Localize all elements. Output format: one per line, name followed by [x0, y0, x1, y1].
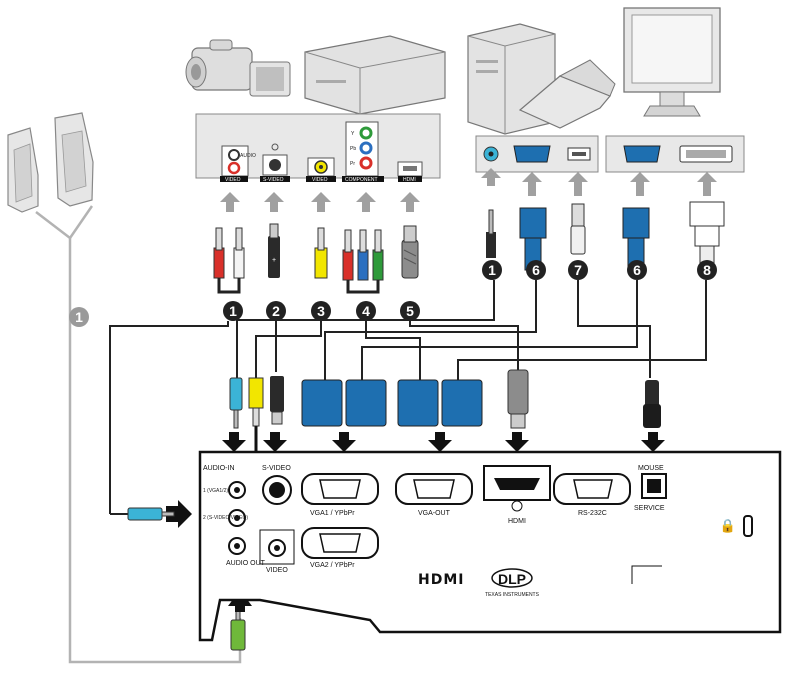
audio-in-2-port: [228, 509, 246, 527]
svg-text:7: 7: [574, 262, 582, 278]
pc-vga-port: [513, 145, 551, 163]
rs232c-port: [553, 473, 631, 505]
rca-audio-cable: [213, 227, 245, 294]
audio-in-1-port: [228, 481, 246, 499]
svideo-out-port: S-VIDEO: [260, 143, 290, 183]
svg-text:COMPONENT: COMPONENT: [345, 177, 378, 183]
black-down-arrows: [166, 432, 665, 528]
svg-text:+: +: [272, 257, 276, 264]
svg-text:VGA1 / YPbPr: VGA1 / YPbPr: [310, 510, 355, 517]
vga-cable-top-2: [622, 207, 650, 271]
svg-text:S-VIDEO: S-VIDEO: [262, 465, 291, 472]
badge-1-grey: [69, 307, 89, 327]
routing-lines: [109, 280, 707, 514]
ir-sensor-outline: [631, 565, 662, 584]
svg-text:VGA-OUT: VGA-OUT: [418, 510, 451, 517]
mouse-service-usb-port: [641, 473, 667, 499]
svg-text:2 (S-VIDEO/VIDEO): 2 (S-VIDEO/VIDEO): [203, 515, 248, 521]
svg-text:HDMI: HDMI: [508, 518, 526, 525]
laptop-icon: [518, 59, 616, 129]
svg-text:HDMI: HDMI: [403, 177, 416, 183]
hdmi-in-port: [483, 465, 551, 512]
svg-text:DLP: DLP: [498, 571, 526, 587]
svg-text:SERVICE: SERVICE: [634, 505, 665, 512]
camcorder-icon: [185, 39, 291, 97]
component-cable: [342, 229, 384, 294]
hdmi-logo: HDMI: [418, 572, 464, 588]
hdmi-plug-lower: [507, 369, 529, 429]
audio-mini-cable-top: [486, 209, 496, 258]
speakers-icon: [7, 112, 94, 213]
audio-out-jacks: AUDIO VIDEO: [220, 145, 256, 183]
svg-text:5: 5: [406, 303, 414, 319]
kensington-lock-icon: 🔒: [720, 518, 736, 533]
dvi-vga-cable: [689, 201, 725, 269]
component-out-ports: Y Pb Pr COMPONENT: [342, 121, 384, 183]
dlp-logo: DLP TEXAS INSTRUMENTS: [485, 568, 540, 598]
yellow-rca-plug-lower: [248, 377, 264, 427]
usb-cable: [570, 203, 586, 255]
audio-in-cable: [110, 507, 175, 521]
svg-text:MOUSE: MOUSE: [638, 465, 664, 472]
svg-text:1: 1: [75, 309, 83, 325]
audio-mini-plug-lower: [229, 377, 243, 429]
svg-text:2: 2: [272, 303, 280, 319]
svg-text:VIDEO: VIDEO: [312, 177, 328, 183]
svg-text:6: 6: [633, 262, 641, 278]
composite-video-cable: [314, 227, 328, 279]
monitor-icon: [623, 7, 721, 117]
svg-text:3: 3: [317, 303, 325, 319]
security-slot: [743, 515, 753, 537]
svg-text:Pr: Pr: [350, 161, 355, 167]
svg-text:AUDIO-IN: AUDIO-IN: [203, 465, 235, 472]
svg-text:VGA2 / YPbPr: VGA2 / YPbPr: [310, 562, 355, 569]
vga-cable-top-1: [519, 207, 547, 271]
svg-text:4: 4: [362, 303, 370, 319]
usb-b-plug-lower: [643, 380, 661, 428]
monitor-vga-port: [623, 145, 661, 163]
cable-number-badges: 1 2 3 4 5 1 6 7 6 8: [223, 260, 717, 321]
audio-out-port: [228, 537, 246, 555]
svideo-in-port: [262, 475, 292, 505]
svg-text:S-VIDEO: S-VIDEO: [263, 177, 284, 183]
svg-text:8: 8: [703, 262, 711, 278]
hdmi-cable-top: [401, 225, 419, 279]
svg-text:1: 1: [488, 262, 496, 278]
vga2-in-port: [301, 527, 379, 559]
svg-text:Y: Y: [351, 131, 355, 137]
grey-up-arrows: [220, 168, 717, 212]
svg-text:AUDIO OUT: AUDIO OUT: [226, 560, 266, 567]
svg-text:AUDIO: AUDIO: [240, 153, 256, 159]
svideo-cable: +: [268, 223, 280, 278]
vga-plugs-lower: [301, 379, 483, 427]
svideo-plug-lower: [270, 376, 284, 425]
svg-text:RS-232C: RS-232C: [578, 510, 607, 517]
dvd-player-icon: [304, 35, 446, 115]
svg-text:1: 1: [229, 303, 237, 319]
svg-text:VIDEO: VIDEO: [266, 567, 288, 574]
hdmi-out-port: HDMI: [397, 161, 423, 183]
vga-out-port: [395, 473, 473, 505]
video-in-port: [268, 539, 286, 557]
svg-text:6: 6: [532, 262, 540, 278]
svg-text:VIDEO: VIDEO: [225, 177, 241, 183]
svg-text:TEXAS INSTRUMENTS: TEXAS INSTRUMENTS: [485, 592, 540, 598]
svg-text:Pb: Pb: [350, 146, 356, 152]
vga1-in-port: [301, 473, 379, 505]
video-out-port: VIDEO: [306, 157, 336, 183]
svg-text:1 (VGA1/2): 1 (VGA1/2): [203, 488, 228, 494]
